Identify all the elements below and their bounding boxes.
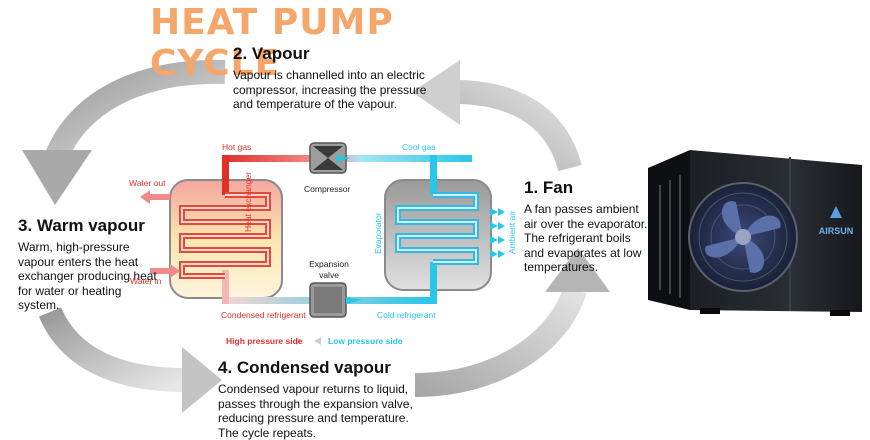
brand-logo-icon [830,206,842,218]
label-evaporator: Evaporator [373,212,383,254]
arrow-top-right [454,80,582,172]
label-cool-gas: Cool gas [402,142,436,152]
step-condensed-heading: 4. Condensed vapour [218,358,391,377]
step-warm-heading: 3. Warm vapour [18,216,145,235]
water-out-arrow [140,190,170,204]
label-high-pressure-side: High pressure side [226,336,303,346]
ambient-air-arrows [490,208,505,258]
right-riser [430,155,437,195]
step-fan-heading: 1. Fan [524,178,574,197]
step-warm-vapour: 3. Warm vapour Warm, high-pressure vapou… [18,216,163,313]
compressor-symbol [313,146,343,170]
arrow-bottom-right-head [545,248,610,292]
low-pressure-arrow [314,337,321,345]
step-condensed-text: Condensed vapour returns to liquid, pass… [218,382,413,440]
arrow-bottom-left-head [182,347,222,413]
left-drop [222,270,229,304]
step-fan-text: A fan passes ambient air over the evapor… [524,202,648,274]
high-pressure-arrow [296,337,303,345]
right-drop [430,262,437,304]
label-cold-refrigerant: Cold refrigerant [377,310,436,320]
heat-exchanger-text: Heat exchanger [243,171,253,232]
step-vapour: 2. Vapour Vapour is channelled into an e… [233,44,433,112]
valve-flow-arrow [346,297,362,304]
arrow-top-right-head [412,60,460,125]
page-title: HEAT PUMP CYCLE [150,2,394,84]
brand-logo-text: AIRSUN [819,226,854,236]
step-vapour-heading: 2. Vapour [233,44,310,63]
label-heat-exchanger: Heat exchanger [243,172,253,232]
label-condensed-refrigerant: Condensed refrigerant [221,310,306,320]
step-fan: 1. Fan A fan passes ambient air over the… [524,178,654,275]
arrow-top-left [43,59,226,165]
label-water-in: Water in [130,276,162,286]
left-riser [222,155,229,195]
label-water-out: Water out [129,178,166,188]
compressor-flow-arrow [336,155,350,162]
step-warm-text: Warm, high-pressure vapour enters the he… [18,240,157,312]
step-vapour-text: Vapour is channelled into an electric co… [233,68,427,111]
step-condensed-vapour: 4. Condensed vapour Condensed vapour ret… [218,358,418,440]
label-ambient-air: Ambient air [507,211,517,254]
condenser-coil [179,192,271,279]
label-low-pressure-side: Low pressure side [328,336,403,346]
arrow-bottom-left [38,306,186,392]
evaporator-coil [395,192,479,265]
label-compressor: Compressor [304,184,351,194]
label-hot-gas: Hot gas [222,142,252,152]
arrow-bottom-right [414,286,587,397]
arrow-top-left-head [22,150,92,205]
evaporator-text: Evaporator [373,212,383,254]
label-expansion-valve: Expansion valve [309,259,349,280]
water-in-arrow [150,264,180,278]
fan-blades-icon [705,201,781,273]
ambient-air-text: Ambient air [507,211,517,254]
